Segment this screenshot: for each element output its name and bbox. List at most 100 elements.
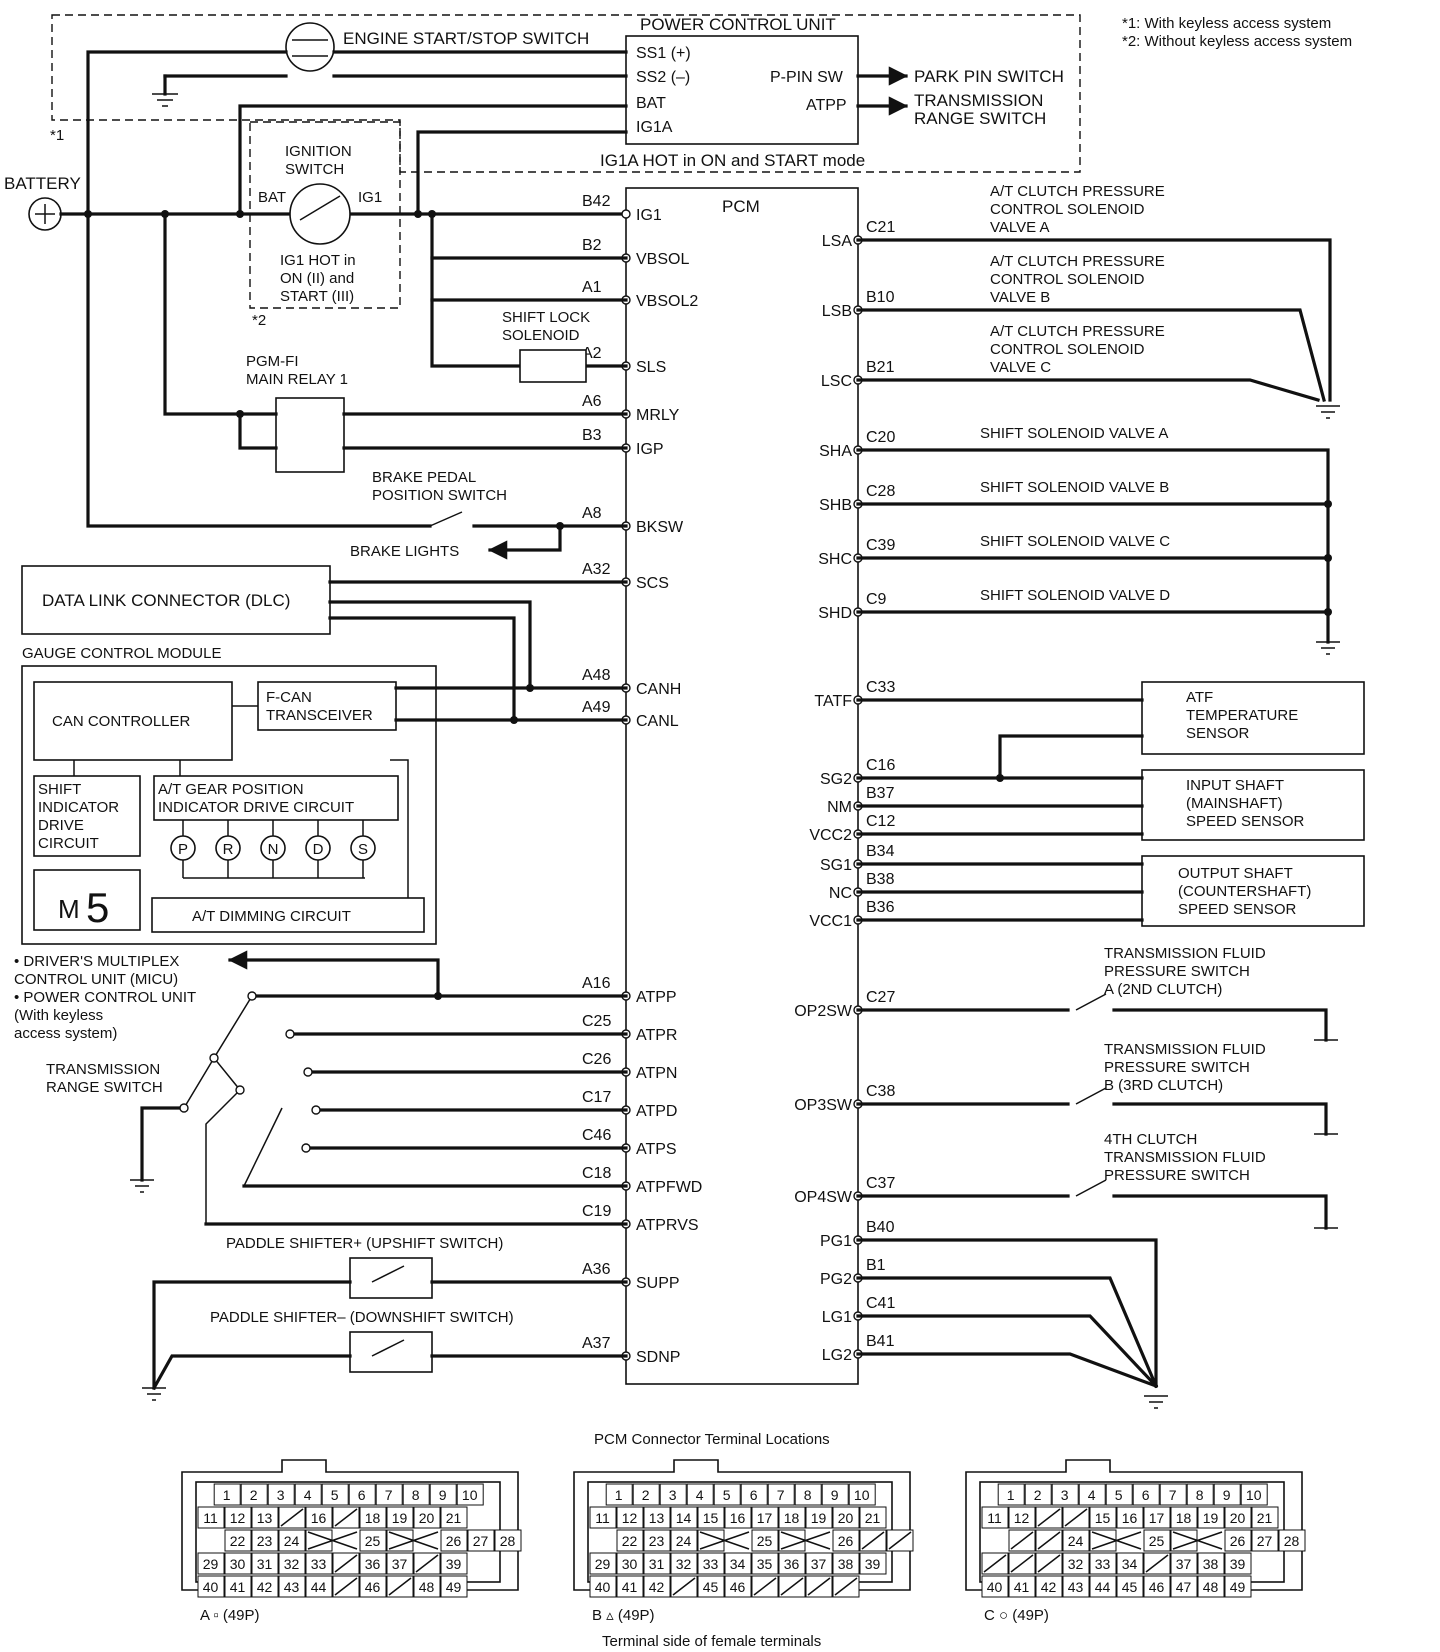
pcm-pin-name: SHC bbox=[818, 551, 852, 568]
terminal-number: 11 bbox=[203, 1510, 218, 1526]
dlc-label: DATA LINK CONNECTOR (DLC) bbox=[42, 591, 290, 610]
ignition-note-3: START (III) bbox=[280, 288, 354, 305]
display-digit: 5 bbox=[86, 884, 109, 931]
terminal-number: 1 bbox=[223, 1487, 231, 1503]
pcm-pin-code: C46 bbox=[582, 1127, 611, 1144]
terminal-number: 36 bbox=[784, 1556, 800, 1572]
terminal-number: 34 bbox=[730, 1556, 746, 1572]
terminal-number: 46 bbox=[1149, 1579, 1165, 1595]
shb-label: SHIFT SOLENOID VALVE B bbox=[980, 479, 1169, 496]
terminal-number: 39 bbox=[865, 1556, 881, 1572]
data-link-connector bbox=[21, 565, 331, 635]
terminal-number: 44 bbox=[311, 1579, 327, 1595]
shift-ind-4: CIRCUIT bbox=[38, 835, 99, 852]
terminal-number: 7 bbox=[777, 1487, 785, 1503]
input-label-1: INPUT SHAFT bbox=[1186, 777, 1284, 794]
fcan-label-1: F-CAN bbox=[266, 689, 312, 706]
pcm-pin-name: OP4SW bbox=[794, 1189, 853, 1206]
park-pin-switch-label: PARK PIN SWITCH bbox=[914, 67, 1064, 86]
pcu-pin-ppinsw: P-PIN SW bbox=[770, 69, 844, 86]
terminal-number: 24 bbox=[284, 1533, 300, 1549]
ignition-switch-icon bbox=[289, 183, 351, 245]
terminal-number: 16 bbox=[311, 1510, 327, 1526]
ignition-title-2: SWITCH bbox=[285, 161, 344, 178]
shift-lock-label-1: SHIFT LOCK bbox=[502, 309, 590, 326]
terminal-number: 49 bbox=[446, 1579, 462, 1595]
terminal-number: 34 bbox=[1122, 1556, 1138, 1572]
pcm-pin-name: ATPRVS bbox=[636, 1217, 699, 1234]
trs-top-label-2: RANGE SWITCH bbox=[914, 109, 1046, 128]
battery-label: BATTERY bbox=[4, 174, 81, 193]
pcm-pin-code: B3 bbox=[582, 427, 602, 444]
pcm-pin-name: SG1 bbox=[820, 857, 852, 874]
pcm-pin-name: NC bbox=[829, 885, 852, 902]
pcm-pin-code: A32 bbox=[582, 561, 611, 578]
terminal-number: 17 bbox=[1149, 1510, 1165, 1526]
fcan-label-2: TRANSCEIVER bbox=[266, 707, 373, 724]
power-control-unit bbox=[625, 35, 859, 145]
terminal-number: 3 bbox=[277, 1487, 285, 1503]
ignition-title-1: IGNITION bbox=[285, 143, 352, 160]
pcm-pin-code: A8 bbox=[582, 505, 602, 522]
pcm-pin-name: TATF bbox=[814, 693, 852, 710]
terminal-number: 32 bbox=[1068, 1556, 1084, 1572]
pcm-pin-name: MRLY bbox=[636, 407, 680, 424]
terminal-number: 12 bbox=[1014, 1510, 1030, 1526]
terminal-number: 7 bbox=[385, 1487, 393, 1503]
output-shaft-sensor bbox=[1141, 855, 1365, 927]
shift-ind-3: DRIVE bbox=[38, 817, 84, 834]
pcm-pin-name: IGP bbox=[636, 441, 664, 458]
pcm-pin-name: LG1 bbox=[822, 1309, 852, 1326]
terminal-number: 20 bbox=[838, 1510, 854, 1526]
marker-star2: *2 bbox=[252, 312, 266, 329]
input-shaft-sensor bbox=[1141, 769, 1365, 841]
pcm-pin-name: PG2 bbox=[820, 1271, 852, 1288]
terminal-number: 48 bbox=[1203, 1579, 1219, 1595]
gear-position-circuit bbox=[153, 775, 399, 821]
terminal-number: 29 bbox=[203, 1556, 219, 1572]
terminal-number: 14 bbox=[676, 1510, 692, 1526]
terminal-number: 20 bbox=[419, 1510, 435, 1526]
pcm-pin-name: LSA bbox=[822, 233, 853, 250]
terminal-number: 11 bbox=[987, 1510, 1002, 1526]
terminal-number: 19 bbox=[1203, 1510, 1219, 1526]
terminal-number: 33 bbox=[311, 1556, 327, 1572]
terminal-number: 35 bbox=[757, 1556, 773, 1572]
terminal-number: 31 bbox=[257, 1556, 273, 1572]
gear-indicator-letter: N bbox=[268, 841, 279, 858]
terminal-number: 9 bbox=[439, 1487, 447, 1503]
terminal-number: 17 bbox=[757, 1510, 773, 1526]
pcm-pin-name: ATPN bbox=[636, 1065, 677, 1082]
pcm-pin-code: C41 bbox=[866, 1295, 895, 1312]
terminal-number: 25 bbox=[365, 1533, 381, 1549]
pcm-pin-name: PG1 bbox=[820, 1233, 852, 1250]
terminal-number: 43 bbox=[284, 1579, 300, 1595]
terminal-number: 21 bbox=[865, 1510, 881, 1526]
terminal-number: 4 bbox=[304, 1487, 312, 1503]
pcm-pin-code: B38 bbox=[866, 871, 895, 888]
pcm-pin-name: VCC2 bbox=[809, 827, 852, 844]
terminal-number: 38 bbox=[1203, 1556, 1219, 1572]
psb-label-1: TRANSMISSION FLUID bbox=[1104, 1041, 1266, 1058]
brake-label-2: POSITION SWITCH bbox=[372, 487, 507, 504]
terminal-number: 9 bbox=[831, 1487, 839, 1503]
paddle-downshift-switch bbox=[349, 1331, 433, 1373]
psb-label-3: B (3RD CLUTCH) bbox=[1104, 1077, 1223, 1094]
pcm-pin-name: IG1 bbox=[636, 207, 662, 224]
atf-label-2: TEMPERATURE bbox=[1186, 707, 1298, 724]
fcan-transceiver bbox=[257, 681, 397, 731]
terminal-number: 6 bbox=[1142, 1487, 1150, 1503]
terminal-number: 7 bbox=[1169, 1487, 1177, 1503]
ignition-note-1: IG1 HOT in bbox=[280, 252, 356, 269]
pcu-title: POWER CONTROL UNIT bbox=[640, 15, 836, 34]
terminal-number: 26 bbox=[446, 1533, 462, 1549]
terminal-number: 11 bbox=[595, 1510, 610, 1526]
pcm-pin-code: B42 bbox=[582, 193, 611, 210]
pcu-pin-ss1: SS1 (+) bbox=[636, 45, 691, 62]
pcm-pin-code: C39 bbox=[866, 537, 895, 554]
pcm-pin-name: SHB bbox=[819, 497, 852, 514]
terminal-number: 4 bbox=[1088, 1487, 1096, 1503]
terminal-number: 36 bbox=[365, 1556, 381, 1572]
pcu-pin-bat: BAT bbox=[636, 95, 666, 112]
pcm-pin-name: CANL bbox=[636, 713, 679, 730]
